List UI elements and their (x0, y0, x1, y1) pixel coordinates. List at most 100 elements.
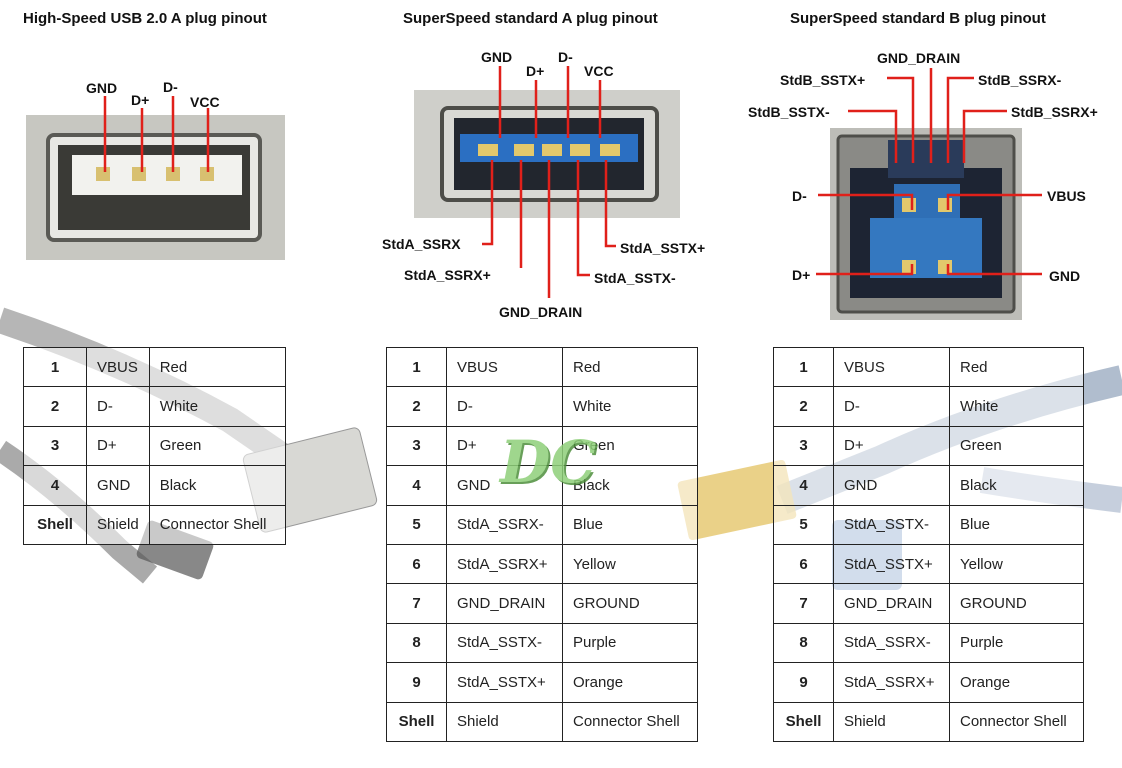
wire-color-cell: Blue (562, 504, 698, 545)
wire-color-cell: Orange (562, 662, 698, 703)
ssb-gnd-label: GND (1049, 268, 1081, 284)
wire-color-cell: Green (148, 425, 286, 467)
pin-number-cell: 8 (386, 622, 447, 664)
wire-color-cell: Black (148, 465, 286, 506)
ssa-gnd-label: GND (481, 49, 513, 65)
wire-color-cell: Purple (562, 622, 698, 664)
wire-color-cell: Red (148, 346, 286, 388)
signal-name-cell: D+ (833, 425, 950, 467)
signal-name-cell: Shield (833, 701, 950, 742)
wire-color-cell: Blue (949, 504, 1084, 545)
wire-color-cell: Red (562, 346, 698, 388)
dc-logo: DC (500, 428, 597, 496)
pin-number-cell: 6 (773, 543, 834, 585)
signal-name-cell: D- (86, 386, 150, 427)
wire-color-cell: GROUND (949, 583, 1084, 624)
usb2-dplus-label: D+ (131, 92, 150, 108)
pin-number-cell: 7 (773, 583, 834, 624)
wire-color-cell: Black (949, 465, 1084, 506)
pin-number-cell: Shell (23, 504, 87, 545)
pin-number-cell: 5 (386, 504, 447, 545)
signal-name-cell: StdA_SSTX- (833, 504, 950, 545)
signal-name-cell: StdA_SSRX+ (833, 662, 950, 703)
usb2-a-title: High-Speed USB 2.0 A plug pinout (23, 10, 267, 27)
ssb-gnd-drain-label: GND_DRAIN (877, 50, 961, 66)
wire-color-cell: GROUND (562, 583, 698, 624)
signal-name-cell: StdA_SSTX- (446, 622, 563, 664)
ssb-ssrx-plus-label: StdB_SSRX+ (1011, 104, 1098, 120)
ssa-sstx-minus-label: StdA_SSTX- (594, 270, 676, 286)
signal-name-cell: StdA_SSTX+ (833, 543, 950, 585)
ssa-dminus-label: D- (558, 49, 573, 65)
ssb-vbus-label: VBUS (1047, 188, 1086, 204)
pin-number-cell: 4 (386, 465, 447, 506)
pin-number-cell: 5 (773, 504, 834, 545)
signal-name-cell: Shield (86, 504, 150, 545)
pin-number-cell: 2 (773, 386, 834, 427)
ssa-gnd-drain-label: GND_DRAIN (499, 304, 583, 320)
ssa-dplus-label: D+ (526, 63, 545, 79)
signal-name-cell: StdA_SSTX+ (446, 662, 563, 703)
signal-name-cell: VBUS (86, 346, 150, 388)
usb2-dminus-label: D- (163, 79, 178, 95)
wire-color-cell: White (562, 386, 698, 427)
pin-number-cell: 3 (386, 425, 447, 467)
wire-color-cell: Connector Shell (148, 504, 286, 545)
pin-number-cell: 4 (773, 465, 834, 506)
pin-number-cell: 7 (386, 583, 447, 624)
ssa-vcc-label: VCC (584, 63, 614, 79)
signal-name-cell: VBUS (446, 346, 563, 388)
wire-color-cell: White (949, 386, 1084, 427)
pin-number-cell: 4 (23, 465, 87, 506)
signal-name-cell: D- (446, 386, 563, 427)
wire-color-cell: Orange (949, 662, 1084, 703)
ssb-ssrx-minus-label: StdB_SSRX- (978, 72, 1062, 88)
wire-color-cell: Black (562, 465, 698, 506)
signal-name-cell: VBUS (833, 346, 950, 388)
wire-color-cell: Red (949, 346, 1084, 388)
signal-name-cell: D- (833, 386, 950, 427)
ss-a-port-image (414, 90, 680, 218)
wire-color-cell: Yellow (949, 543, 1084, 585)
ssb-dminus-label: D- (792, 188, 807, 204)
pin-number-cell: 3 (773, 425, 834, 467)
wire-color-cell: Green (949, 425, 1084, 467)
pin-number-cell: 9 (773, 662, 834, 703)
ssb-sstx-plus-label: StdB_SSTX+ (780, 72, 866, 88)
signal-name-cell: StdA_SSRX- (833, 622, 950, 664)
pin-number-cell: 2 (386, 386, 447, 427)
pin-number-cell: 6 (386, 543, 447, 585)
pin-number-cell: 1 (23, 346, 87, 388)
signal-name-cell: D+ (86, 425, 150, 467)
pin-number-cell: Shell (386, 701, 447, 742)
usb2-gnd-label: GND (86, 80, 118, 96)
wire-color-cell: White (148, 386, 286, 427)
pin-number-cell: 2 (23, 386, 87, 427)
usb2-vcc-label: VCC (190, 94, 220, 110)
signal-name-cell: StdA_SSRX- (446, 504, 563, 545)
signal-name-cell: GND_DRAIN (833, 583, 950, 624)
